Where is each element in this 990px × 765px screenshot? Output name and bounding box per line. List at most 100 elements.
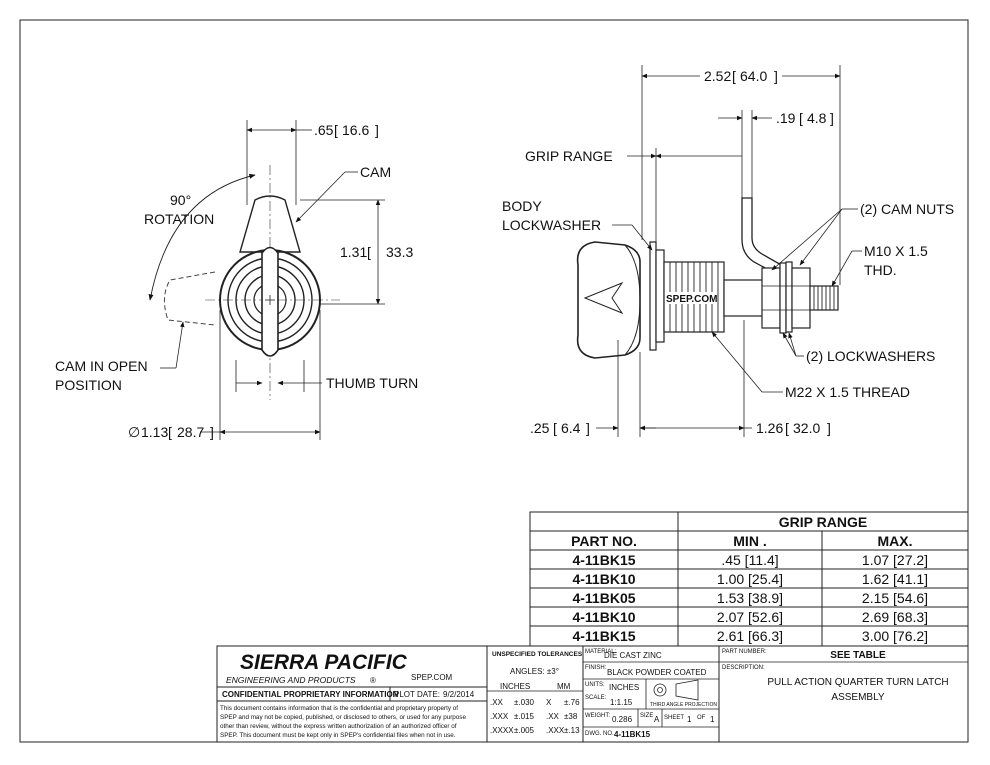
finish-label: FINISH: — [585, 665, 607, 671]
dim-shank-inch: 1.26 — [756, 420, 783, 436]
grip-row-max: 2.15 [54.6] — [862, 590, 928, 606]
thumb-turn-label: THUMB TURN — [326, 375, 418, 391]
brand-mark: SPEP.COM — [666, 294, 718, 305]
rotation-label-2: ROTATION — [144, 211, 214, 227]
tol-cell: ±.13 — [564, 726, 580, 735]
dim-shank-mm: 32.0 — [793, 420, 820, 436]
dim-shank-bracket-close: ] — [827, 420, 831, 436]
grip-range-label: GRIP RANGE — [525, 148, 613, 164]
dim-dia-inch: 1.13 — [141, 424, 168, 440]
grip-table-col-part: PART NO. — [571, 533, 637, 549]
dim-head-inch: .25 — [530, 420, 550, 436]
part-number-value: SEE TABLE — [830, 650, 886, 661]
scale-label: SCALE: — [585, 695, 607, 701]
grip-table-col-min: MIN . — [733, 533, 766, 549]
body-lockwasher-label-1: BODY — [502, 198, 542, 214]
company-name: SIERRA PACIFIC — [240, 651, 408, 674]
body-thread-label: M22 X 1.5 THREAD — [785, 384, 910, 400]
tol-cell: ±.005 — [514, 726, 535, 735]
dim-width-mm-bracket-open: [ — [334, 122, 338, 138]
description-line-1: PULL ACTION QUARTER TURN LATCH — [767, 677, 948, 688]
dim-height-mm: 33.3 — [386, 244, 413, 260]
dim-width-mm-bracket-close: ] — [375, 122, 379, 138]
dim-cam-bracket-close: ] — [830, 110, 834, 126]
size-label: SIZE — [640, 713, 653, 719]
disclaimer-line: SPEP. This document must be kept only in… — [220, 732, 456, 739]
disclaimer-line: This document contains information that … — [220, 705, 458, 712]
dim-width-inch: .65 — [314, 122, 334, 138]
dim-dia-mm: 28.7 — [177, 424, 204, 440]
tol-cell: .XX — [546, 712, 560, 721]
grip-row-max: 1.07 [27.2] — [862, 552, 928, 568]
disclaimer-line: SPEP and may not be copied, published, o… — [220, 714, 466, 721]
grip-row-part: 4-11BK10 — [572, 571, 635, 587]
weight-label: WEIGHT: — [585, 713, 610, 719]
sheet-total: 1 — [710, 715, 715, 724]
cam-open-label-2: POSITION — [55, 377, 122, 393]
grip-range-table: GRIP RANGE PART NO. MIN . MAX. 4-11BK15 … — [529, 511, 969, 647]
tol-inches-head: INCHES — [500, 682, 530, 691]
body-lockwasher-label-2: LOCKWASHER — [502, 217, 601, 233]
sheet-label: SHEET — [664, 715, 684, 721]
units-label: UNITS: — [585, 682, 605, 688]
grip-row-min: .45 [11.4] — [721, 552, 778, 568]
grip-row-part: 4-11BK15 — [572, 628, 635, 644]
sheet-of-label: OF — [697, 715, 706, 721]
tol-mm-head: MM — [557, 682, 571, 691]
dim-dia-bracket-open: [ — [168, 424, 172, 440]
company-website: SPEP.COM — [411, 673, 453, 682]
dim-head-mm: 6.4 — [561, 420, 581, 436]
material-label: MATERIAL: — [585, 649, 617, 655]
diameter-symbol: ∅ — [128, 424, 140, 440]
projection-symbol-icon — [653, 683, 667, 697]
dim-height-bracket-open: [ — [367, 244, 371, 260]
dim-cam-bracket-open: [ — [799, 110, 803, 126]
tol-cell: .XXX — [546, 726, 565, 735]
confidential-label: CONFIDENTIAL PROPRIETARY INFORMATION — [222, 690, 399, 699]
dim-dia-bracket-close: ] — [210, 424, 214, 440]
dim-overall-inch: 2.52 — [704, 68, 731, 84]
cam-nuts-label: (2) CAM NUTS — [860, 201, 954, 217]
grip-row-max: 2.69 [68.3] — [862, 609, 928, 625]
dwg-no-value: 4-11BK15 — [614, 730, 651, 739]
sheet-value: 1 — [687, 715, 692, 724]
grip-row-part: 4-11BK10 — [572, 609, 635, 625]
tol-cell: ±.030 — [514, 698, 535, 707]
units-value: INCHES — [609, 683, 639, 692]
lockwashers-label: (2) LOCKWASHERS — [806, 348, 935, 364]
grip-row-max: 3.00 [76.2] — [862, 628, 928, 644]
cam-label: CAM — [360, 164, 391, 180]
sheet-border — [19, 19, 969, 743]
projection-label: THIRD ANGLE PROJECTION — [650, 702, 717, 708]
tol-cell: ±38 — [564, 712, 578, 721]
grip-row-min: 2.07 [52.6] — [717, 609, 783, 625]
material-value: DIE CAST ZINC — [604, 651, 662, 660]
tol-cell: .XXXX — [490, 726, 514, 735]
tol-cell: ±.76 — [564, 698, 580, 707]
grip-row-part: 4-11BK15 — [572, 552, 635, 568]
rotation-label-1: 90° — [170, 192, 191, 208]
scale-value: 1:1.15 — [610, 698, 633, 707]
registered-mark: ® — [370, 676, 376, 685]
tol-cell: .XXX — [490, 712, 509, 721]
disclaimer-line: other than review, without the express w… — [220, 723, 457, 730]
grip-row-min: 2.61 [66.3] — [717, 628, 783, 644]
grip-row-min: 1.00 [25.4] — [717, 571, 783, 587]
angles-tolerance: ANGLES: ±3° — [510, 667, 559, 676]
size-value: A — [654, 715, 660, 724]
dim-head-bracket-open: [ — [553, 420, 557, 436]
weight-value: 0.286 — [612, 715, 633, 724]
company-subtitle: ENGINEERING AND PRODUCTS — [226, 675, 356, 685]
part-number-label: PART NUMBER: — [722, 649, 767, 655]
description-label: DESCRIPTION: — [722, 665, 765, 671]
side-view: SPEP.COM 2.52 [ 64.0 ] .19 [ — [502, 65, 954, 437]
thread-spec-label-1: M10 X 1.5 — [864, 243, 928, 259]
dim-height-inch: 1.31 — [340, 244, 367, 260]
description-line-2: ASSEMBLY — [831, 692, 884, 703]
dim-overall-bracket-close: ] — [774, 68, 778, 84]
tol-cell: ±.015 — [514, 712, 535, 721]
thread-spec-label-2: THD. — [864, 262, 897, 278]
grip-row-min: 1.53 [38.9] — [717, 590, 783, 606]
cam-open-label-1: CAM IN OPEN — [55, 358, 148, 374]
